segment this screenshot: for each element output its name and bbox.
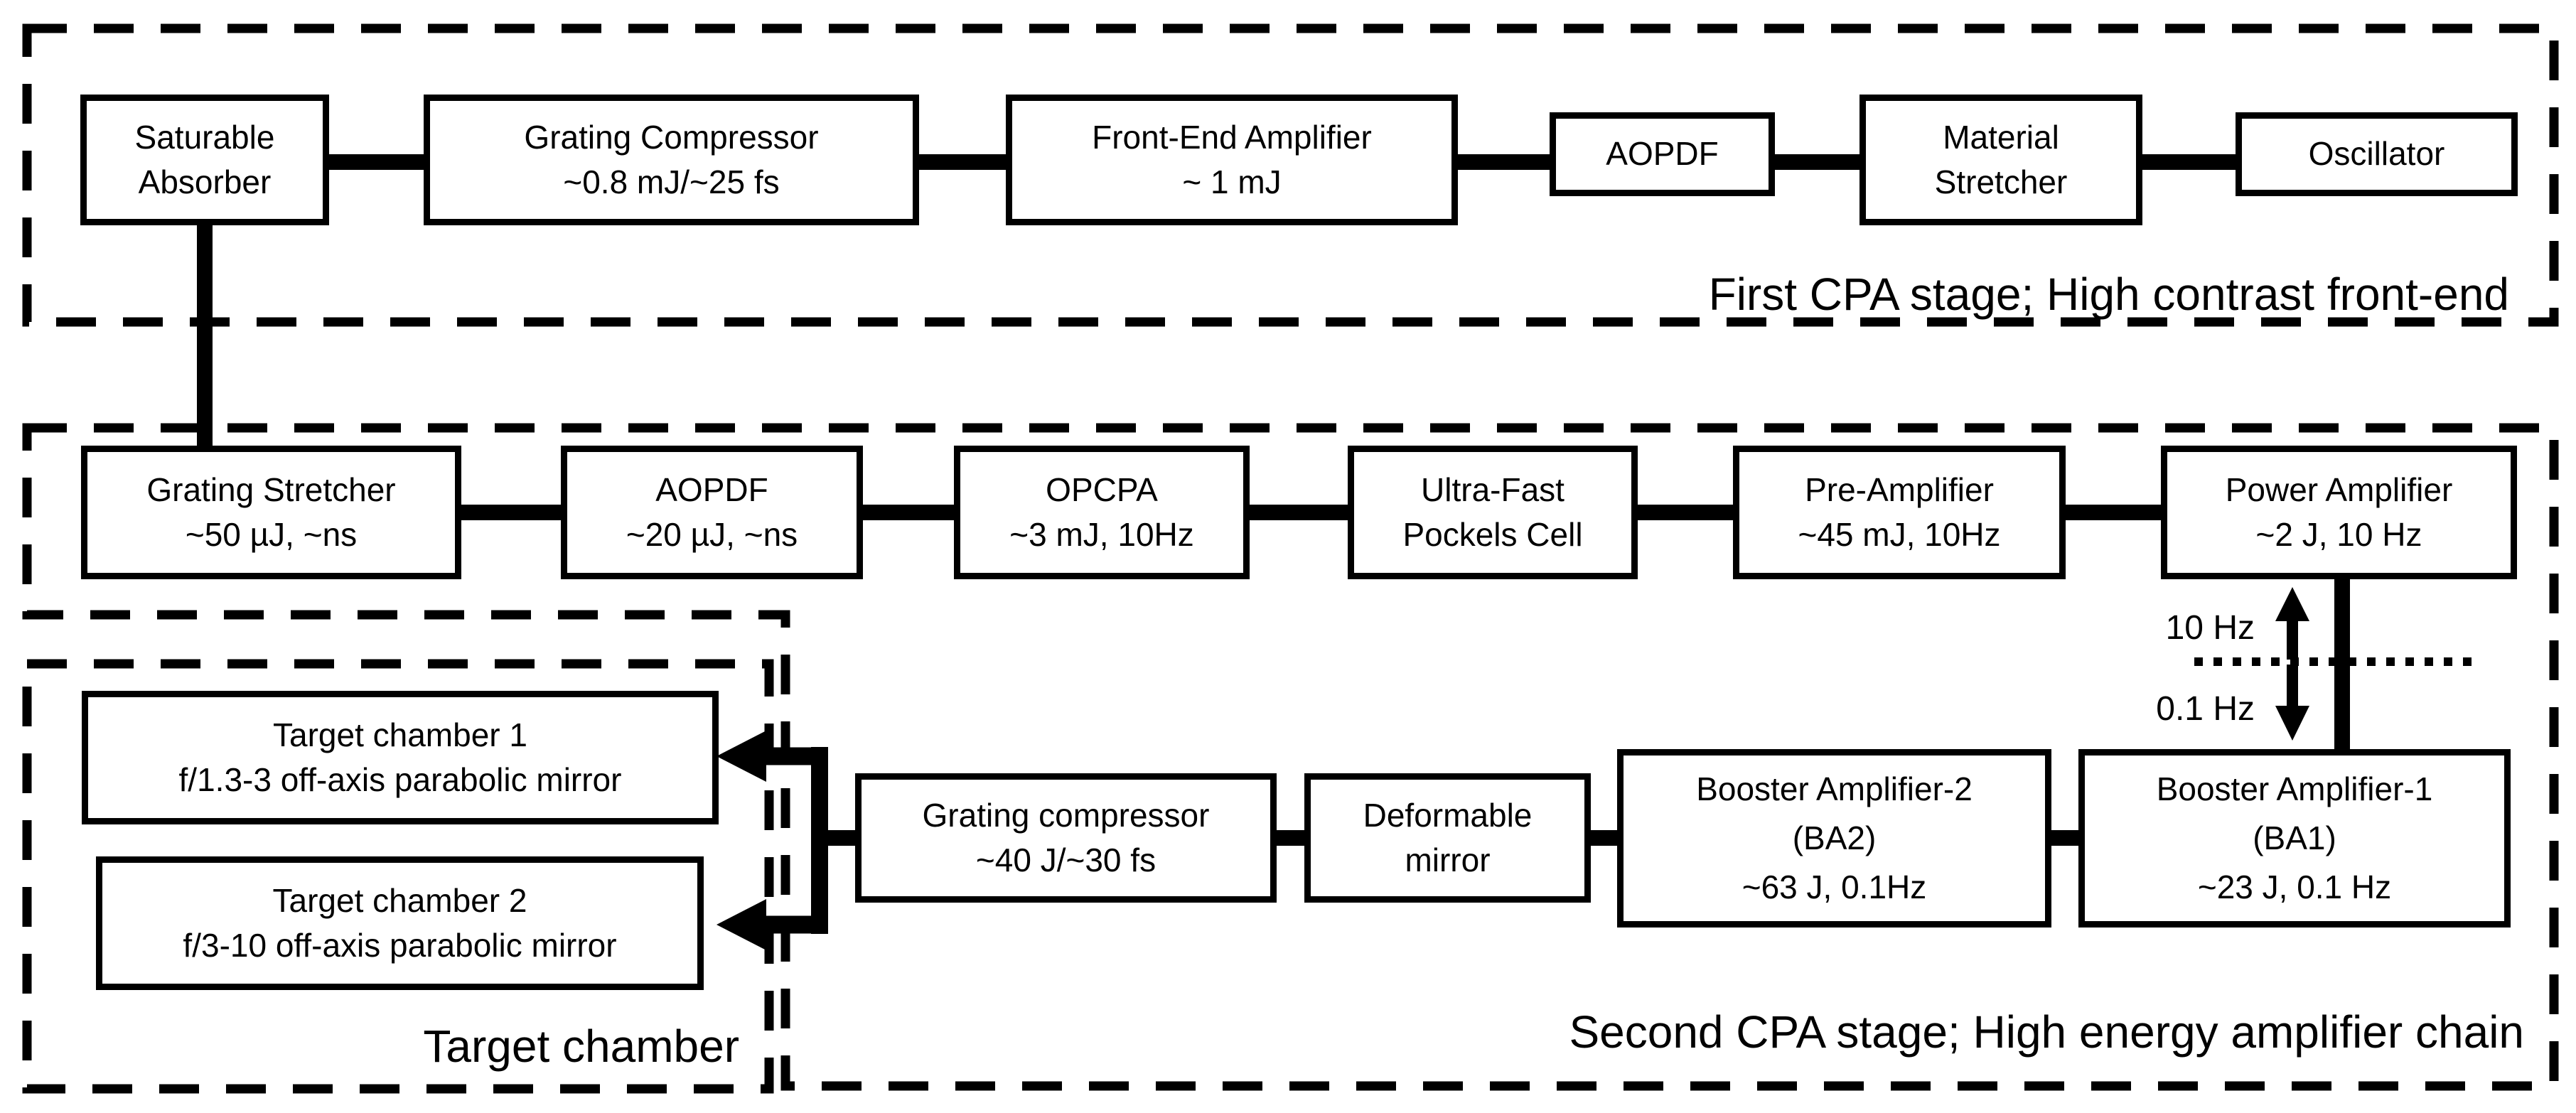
box-opcpa: OPCPA ~3 mJ, 10Hz: [954, 446, 1250, 579]
box-label: Booster Amplifier-2 (BA2) ~63 J, 0.1Hz: [1696, 770, 1973, 905]
box-label: Grating Compressor ~0.8 mJ/~25 fs: [524, 118, 819, 200]
box-label: Front-End Amplifier ~ 1 mJ: [1092, 118, 1372, 200]
box-deformable-mirror: Deformable mirror: [1304, 773, 1591, 903]
box-pockels-cell: Ultra-Fast Pockels Cell: [1348, 446, 1638, 579]
box-label: Power Amplifier ~2 J, 10 Hz: [2225, 471, 2453, 553]
box-label: Grating compressor ~40 J/~30 fs: [922, 796, 1210, 878]
arrow-to-target1-head-icon: [717, 731, 766, 782]
box-label: Pre-Amplifier ~45 mJ, 10Hz: [1798, 471, 2001, 553]
box-aopdf-2: AOPDF ~20 µJ, ~ns: [561, 446, 863, 579]
box-saturable-absorber: Saturable Absorber: [80, 95, 329, 225]
box-aopdf-1: AOPDF: [1550, 112, 1775, 196]
box-booster-amplifier-1: Booster Amplifier-1 (BA1) ~23 J, 0.1 Hz: [2078, 749, 2511, 928]
box-grating-stretcher: Grating Stretcher ~50 µJ, ~ns: [81, 446, 461, 579]
rate-label-10hz: 10 Hz: [2165, 609, 2255, 647]
box-grating-compressor-1: Grating Compressor ~0.8 mJ/~25 fs: [424, 95, 919, 225]
rate-down-arrow-icon: [2275, 706, 2309, 741]
box-label: Grating Stretcher ~50 µJ, ~ns: [146, 471, 396, 553]
box-material-stretcher: Material Stretcher: [1859, 95, 2142, 225]
box-front-end-amplifier: Front-End Amplifier ~ 1 mJ: [1006, 95, 1458, 225]
second-cpa-stage-label: Second CPA stage; High energy amplifier …: [1569, 1006, 2524, 1058]
target-chamber-dashed-border: [22, 659, 774, 1094]
box-label: Material Stretcher: [1934, 118, 2068, 200]
box-label: Oscillator: [2308, 135, 2445, 173]
box-label: Saturable Absorber: [134, 118, 275, 200]
box-label: AOPDF ~20 µJ, ~ns: [626, 471, 798, 553]
arrow-to-target2-head-icon: [717, 899, 766, 950]
box-grating-compressor-2: Grating compressor ~40 J/~30 fs: [855, 773, 1277, 903]
box-label: Booster Amplifier-1 (BA1) ~23 J, 0.1 Hz: [2156, 770, 2433, 905]
box-label: AOPDF: [1606, 135, 1719, 173]
first-cpa-stage-dashed-border: [22, 23, 2559, 327]
box-label: Ultra-Fast Pockels Cell: [1402, 471, 1583, 553]
box-target-chamber-2: Target chamber 2 f/3-10 off-axis parabol…: [96, 856, 704, 990]
box-booster-amplifier-2: Booster Amplifier-2 (BA2) ~63 J, 0.1Hz: [1617, 749, 2051, 928]
box-label: Target chamber 2 f/3-10 off-axis parabol…: [183, 881, 617, 964]
box-target-chamber-1: Target chamber 1 f/1.3-3 off-axis parabo…: [82, 691, 719, 824]
rate-label-0-1hz: 0.1 Hz: [2156, 690, 2255, 728]
box-oscillator: Oscillator: [2236, 112, 2518, 196]
box-label: Deformable mirror: [1363, 796, 1533, 878]
box-pre-amplifier: Pre-Amplifier ~45 mJ, 10Hz: [1733, 446, 2066, 579]
first-cpa-stage-label: First CPA stage; High contrast front-end: [1708, 269, 2509, 320]
target-chamber-label: Target chamber: [423, 1021, 739, 1072]
rate-up-arrow-icon: [2275, 587, 2309, 621]
box-power-amplifier: Power Amplifier ~2 J, 10 Hz: [2161, 446, 2517, 579]
box-label: OPCPA ~3 mJ, 10Hz: [1009, 471, 1194, 553]
box-label: Target chamber 1 f/1.3-3 off-axis parabo…: [178, 716, 622, 798]
second-cpa-stage-dashed-border: [22, 423, 2559, 1091]
